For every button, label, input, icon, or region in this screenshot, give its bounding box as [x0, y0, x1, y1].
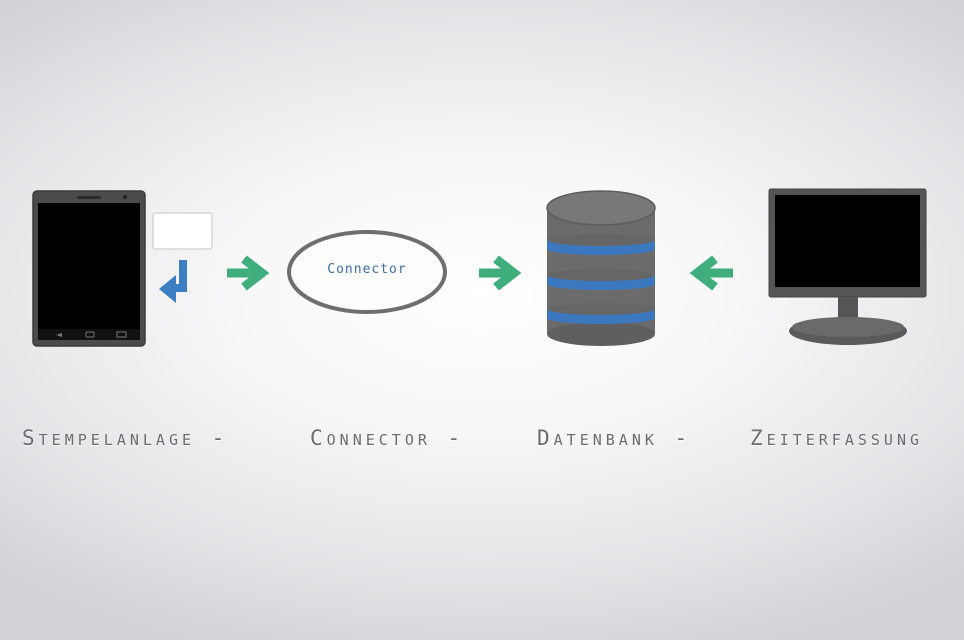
caption-connector: Connector - — [310, 426, 465, 450]
connector-label: Connector — [327, 262, 407, 277]
arrow-icon — [479, 255, 522, 291]
database-icon — [546, 190, 656, 346]
return-arrow-icon — [159, 260, 187, 303]
caption-datenbank: Datenbank - — [537, 426, 692, 450]
tablet-icon — [32, 190, 146, 347]
monitor-icon — [768, 188, 927, 345]
caption-zeiterfassung: Zeiterfassung — [750, 426, 924, 450]
rfid-card-icon — [152, 212, 213, 250]
caption-stempelanlage: Stempelanlage - — [22, 426, 229, 450]
arrow-icon — [689, 255, 733, 291]
arrow-icon — [227, 255, 270, 291]
connector-node — [287, 230, 447, 314]
